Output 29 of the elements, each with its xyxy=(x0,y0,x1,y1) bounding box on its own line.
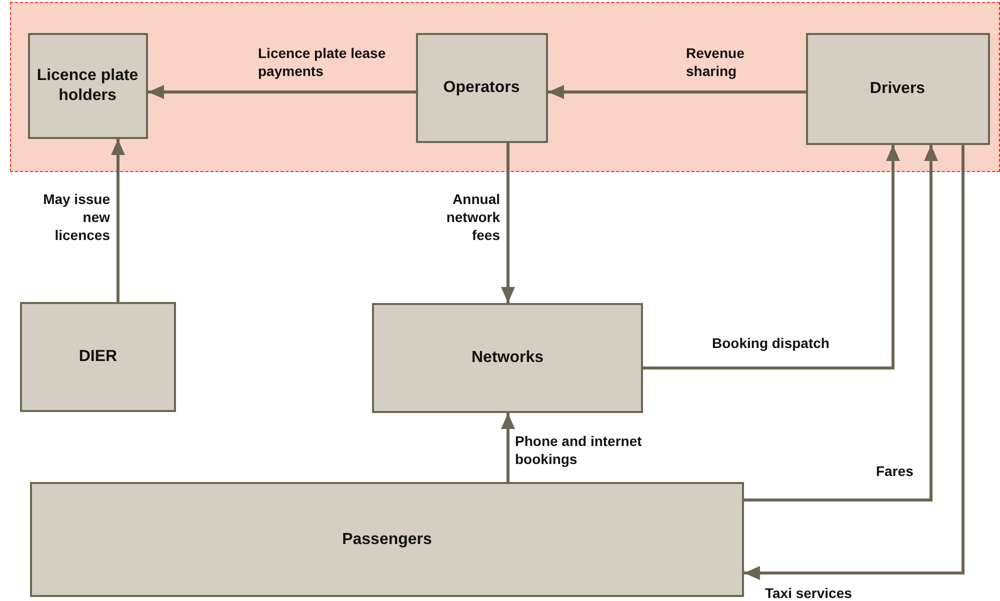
edge-label: Revenue sharing xyxy=(686,44,746,80)
entity-box xyxy=(372,303,643,413)
arrow xyxy=(643,145,900,370)
entity-box xyxy=(416,32,548,142)
entity-box xyxy=(28,32,148,138)
arrow xyxy=(744,145,938,502)
entity-name: Networks xyxy=(470,348,545,368)
entity-box xyxy=(30,482,744,597)
edge-label: Annual network fees xyxy=(445,190,500,245)
arrow xyxy=(501,143,515,303)
arrow xyxy=(111,139,125,302)
region-band xyxy=(10,2,1000,172)
entity-name: DIER xyxy=(78,347,118,367)
arrow xyxy=(744,145,964,580)
edge-label: May issue new licences xyxy=(42,190,110,245)
edge-label: Fares xyxy=(876,462,914,480)
edge-label: Booking dispatch xyxy=(712,334,830,352)
edge-label: Taxi services xyxy=(765,584,853,601)
arrow xyxy=(548,85,806,99)
arrow xyxy=(501,413,515,482)
entity-box xyxy=(20,302,176,412)
entity-name: Operators xyxy=(442,78,521,98)
entity-name: Passengers xyxy=(341,530,433,550)
edge-label: Licence plate lease payments xyxy=(258,44,387,80)
arrow xyxy=(148,85,416,99)
edge-label: Phone and internet bookings xyxy=(515,432,643,468)
entity-name: Licence plate holders xyxy=(36,66,140,106)
entity-name: Drivers xyxy=(868,78,926,98)
entity-box xyxy=(806,32,990,144)
